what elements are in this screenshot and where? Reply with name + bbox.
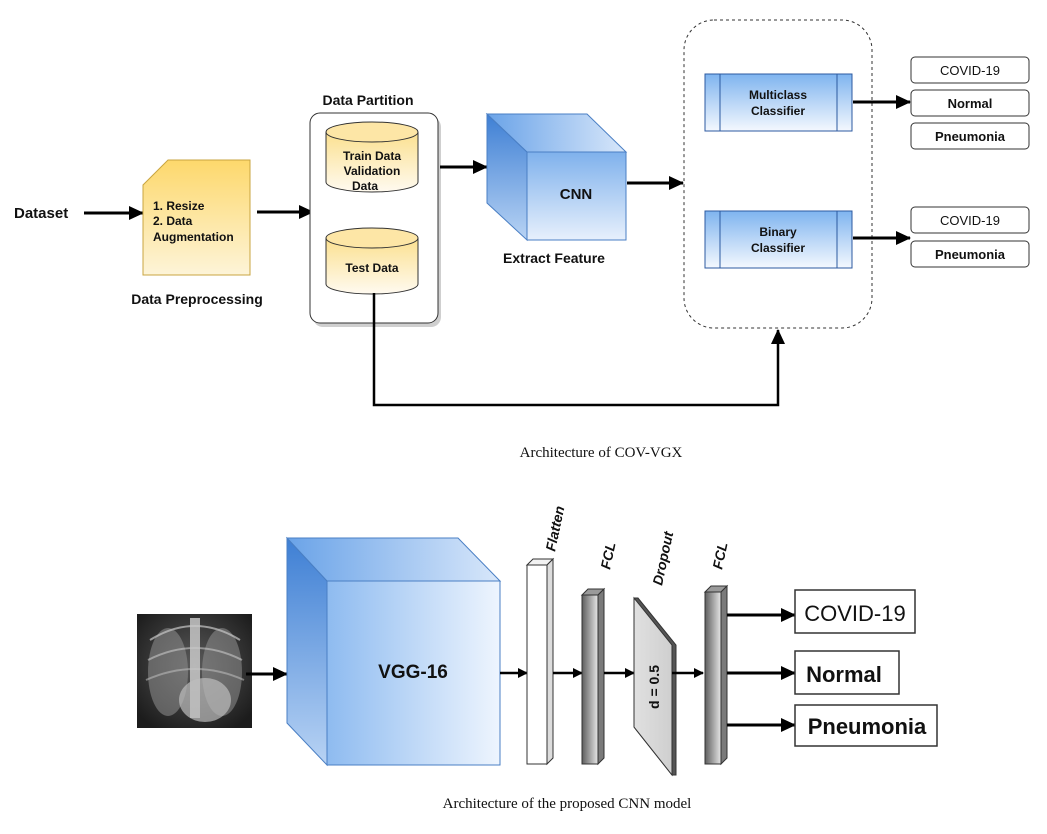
chest-xray-image: [137, 614, 252, 728]
out-covid: COVID-19: [804, 601, 905, 626]
cov-vgx-diagram: Dataset 1. Resize 2. Data Augmentation D…: [14, 19, 1030, 461]
train-line-3: Data: [352, 179, 378, 193]
flatten-label: Flatten: [542, 504, 567, 552]
cnn-cube: CNN: [485, 112, 628, 242]
out-normal: Normal: [806, 662, 882, 687]
fcl-1-label: FCL: [597, 541, 618, 571]
test-data-feedback-arrow: [372, 293, 785, 407]
multiclass-line-2: Classifier: [751, 104, 805, 118]
fcl-layer-2: FCL: [703, 541, 731, 766]
classifier-container: [683, 19, 873, 329]
mc-output-normal: Normal: [948, 96, 993, 111]
dropout-label: Dropout: [649, 529, 676, 587]
vgg16-label: VGG-16: [378, 662, 448, 683]
proposed-cnn-diagram: VGG-16 Flatten FCL Dropout d = 0.5: [137, 504, 938, 812]
fcl-2-label: FCL: [709, 541, 730, 571]
preprocess-item-3: Augmentation: [153, 230, 234, 244]
partition-title: Data Partition: [322, 92, 413, 108]
out-box-normal: [794, 650, 900, 695]
dataset-label: Dataset: [14, 205, 68, 222]
preprocess-item-1: 1. Resize: [153, 199, 205, 213]
mc-output-pneumonia: Pneumonia: [935, 129, 1006, 144]
test-data-label: Test Data: [345, 261, 398, 275]
multiclass-line-1: Multiclass: [749, 88, 807, 102]
binary-line-2: Classifier: [751, 241, 805, 255]
mc-output-covid: COVID-19: [940, 63, 1000, 78]
preprocess-item-2: 2. Data: [153, 214, 193, 228]
extract-feature-label: Extract Feature: [503, 250, 605, 266]
out-box-pneumonia: [794, 704, 938, 747]
bin-output-covid: COVID-19: [940, 213, 1000, 228]
train-data-cylinder: Train Data Validation Data: [325, 121, 419, 193]
dropout-layer: Dropout d = 0.5: [633, 529, 677, 777]
binary-line-1: Binary: [759, 225, 797, 239]
test-data-cylinder: Test Data: [325, 227, 419, 295]
preprocessing-box: [142, 159, 251, 276]
train-line-2: Validation: [344, 164, 401, 178]
bin-output-pneumonia: Pneumonia: [935, 247, 1006, 262]
train-line-1: Train Data: [343, 149, 401, 163]
cnn-label: CNN: [560, 186, 593, 203]
dropout-value: d = 0.5: [646, 665, 662, 709]
vgg16-cube: VGG-16: [285, 536, 502, 767]
preprocess-label: Data Preprocessing: [131, 291, 263, 307]
binary-classifier: Binary Classifier: [704, 210, 853, 269]
bottom-caption: Architecture of the proposed CNN model: [443, 796, 692, 812]
out-pneumonia: Pneumonia: [808, 714, 927, 739]
mc-output-box-pneumonia: [910, 122, 1030, 150]
bin-output-box-covid: [910, 206, 1030, 234]
multiclass-classifier: Multiclass Classifier: [704, 73, 853, 132]
mc-output-box-normal: [910, 89, 1030, 117]
mc-output-box-covid: [910, 56, 1030, 84]
out-box-covid: [794, 589, 916, 634]
fcl-layer-1: FCL: [580, 541, 619, 766]
top-caption: Architecture of COV-VGX: [520, 445, 683, 461]
bin-output-box-pneumonia: [910, 240, 1030, 268]
flatten-layer: Flatten: [525, 504, 567, 766]
